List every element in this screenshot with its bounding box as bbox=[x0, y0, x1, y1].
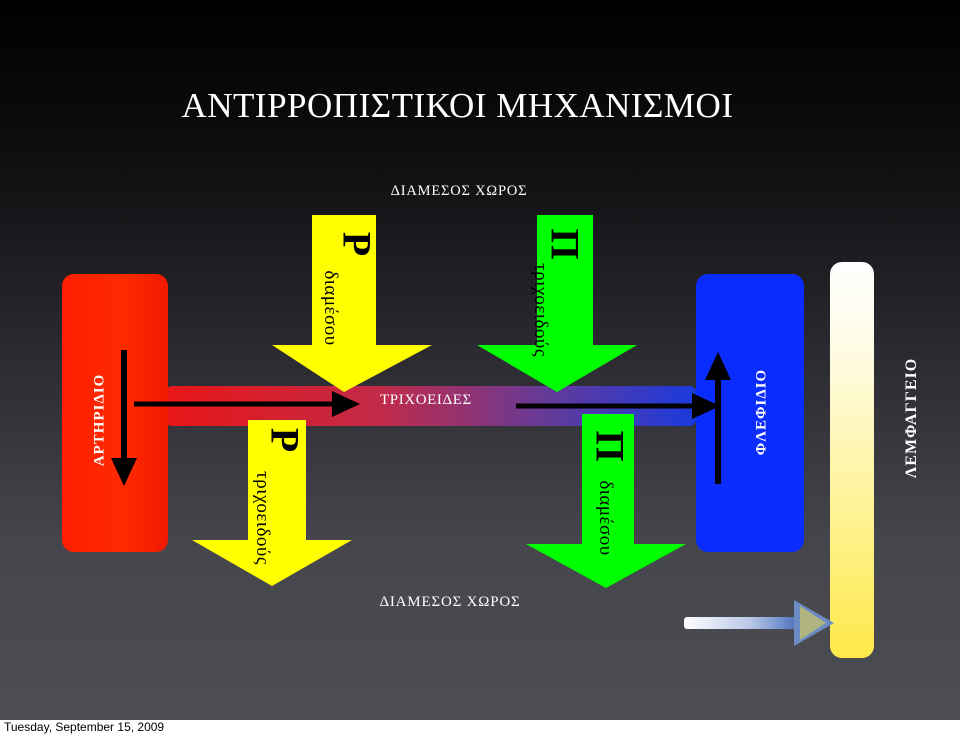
capillary-bar bbox=[166, 386, 696, 426]
lymph-inflow-arrow bbox=[684, 600, 834, 646]
top-yellow-symbol: P bbox=[334, 231, 380, 257]
interstitial-space-bottom-label: ΔΙΑΜΕΣΟΣ ΧΩΡΟΣ bbox=[379, 594, 521, 610]
hydrostatic-pressure-interstitial-arrow bbox=[272, 215, 432, 392]
hydrostatic-pressure-capillary-arrow bbox=[192, 420, 352, 586]
vein-label: ΦΛΕΦΙΔΙΟ bbox=[753, 368, 770, 456]
arterial-flow-arrow bbox=[111, 350, 137, 486]
capillary-exit-arrow bbox=[516, 393, 720, 419]
bottom-yellow-text: τριχοειδούς bbox=[252, 471, 273, 565]
artery-box bbox=[62, 274, 168, 552]
vein-box bbox=[696, 274, 804, 552]
capillary-label: ΤΡΙΧΟΕΙΔΕΣ bbox=[380, 392, 472, 408]
interstitial-space-top-label: ΔΙΑΜΕΣΟΣ ΧΩΡΟΣ bbox=[390, 183, 528, 199]
top-green-symbol: Π bbox=[542, 228, 588, 260]
oncotic-pressure-capillary-arrow bbox=[477, 215, 637, 392]
venous-flow-arrow bbox=[705, 352, 731, 484]
lymphatic-label: ΛΕΜΦΑΓΓΕΙΟ bbox=[903, 357, 920, 479]
bottom-yellow-symbol: P bbox=[262, 427, 308, 453]
lymphatic-vessel-box bbox=[830, 262, 874, 658]
top-yellow-text: διαμέσου bbox=[320, 270, 341, 346]
footer-date: Tuesday, September 15, 2009 bbox=[0, 720, 960, 734]
bottom-green-symbol: Π bbox=[587, 430, 633, 462]
top-green-text: τριχοειδούς bbox=[530, 263, 551, 357]
bottom-green-text: διαμέσου bbox=[595, 480, 616, 556]
capillary-entry-arrow bbox=[134, 391, 360, 417]
slide-title: ΑΝΤΙΡΡΟΠΙΣΤΙΚΟΙ ΜΗΧΑΝΙΣΜΟΙ bbox=[181, 86, 734, 125]
oncotic-pressure-interstitial-arrow bbox=[526, 414, 686, 588]
artery-label: ΑΡΤΗΡΙΔΙΟ bbox=[91, 373, 108, 467]
